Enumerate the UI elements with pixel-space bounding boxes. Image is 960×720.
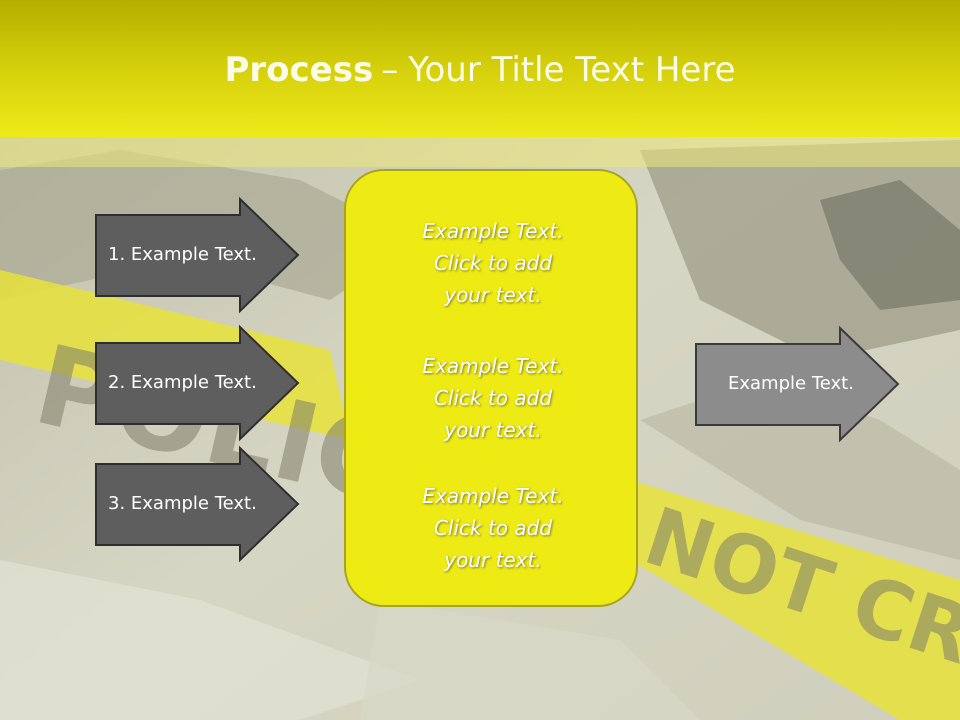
title-bar bbox=[0, 0, 960, 137]
center-item-1-line-3: your text. bbox=[444, 283, 542, 307]
arrow-3-label: 3. Example Text. bbox=[108, 493, 257, 514]
center-item-3[interactable]: Example Text. Click to add your text. bbox=[346, 480, 640, 576]
process-arrow-2[interactable]: 2. Example Text. bbox=[95, 324, 300, 442]
slide-title[interactable]: Process–Your Title Text Here bbox=[0, 50, 960, 90]
center-item-1-line-2: Click to add bbox=[433, 251, 553, 275]
arrow-1-shape bbox=[95, 196, 300, 314]
center-item-3-line-3: your text. bbox=[444, 548, 542, 572]
result-arrow-shape bbox=[695, 325, 900, 443]
result-arrow[interactable]: Example Text. bbox=[695, 325, 900, 443]
arrow-2-label: 2. Example Text. bbox=[108, 372, 257, 393]
process-arrow-1[interactable]: 1. Example Text. bbox=[95, 196, 300, 314]
arrow-1-label: 1. Example Text. bbox=[108, 244, 257, 265]
center-item-3-line-1: Example Text. bbox=[422, 484, 564, 508]
center-item-3-line-2: Click to add bbox=[433, 516, 553, 540]
process-arrow-3[interactable]: 3. Example Text. bbox=[95, 445, 300, 563]
arrow-2-shape bbox=[95, 324, 300, 442]
title-bold: Process bbox=[224, 50, 374, 90]
center-item-2[interactable]: Example Text. Click to add your text. bbox=[346, 350, 640, 446]
center-item-1-line-1: Example Text. bbox=[422, 219, 564, 243]
center-text-box[interactable]: Example Text. Click to add your text. Ex… bbox=[344, 169, 638, 607]
center-item-2-line-1: Example Text. bbox=[422, 354, 564, 378]
title-dash: – bbox=[381, 50, 399, 90]
title-band bbox=[0, 137, 960, 167]
center-item-2-line-2: Click to add bbox=[433, 386, 553, 410]
arrow-3-shape bbox=[95, 445, 300, 563]
title-rest: Your Title Text Here bbox=[408, 50, 736, 90]
result-arrow-label: Example Text. bbox=[728, 373, 854, 394]
center-item-2-line-3: your text. bbox=[444, 418, 542, 442]
center-item-1[interactable]: Example Text. Click to add your text. bbox=[346, 215, 640, 311]
